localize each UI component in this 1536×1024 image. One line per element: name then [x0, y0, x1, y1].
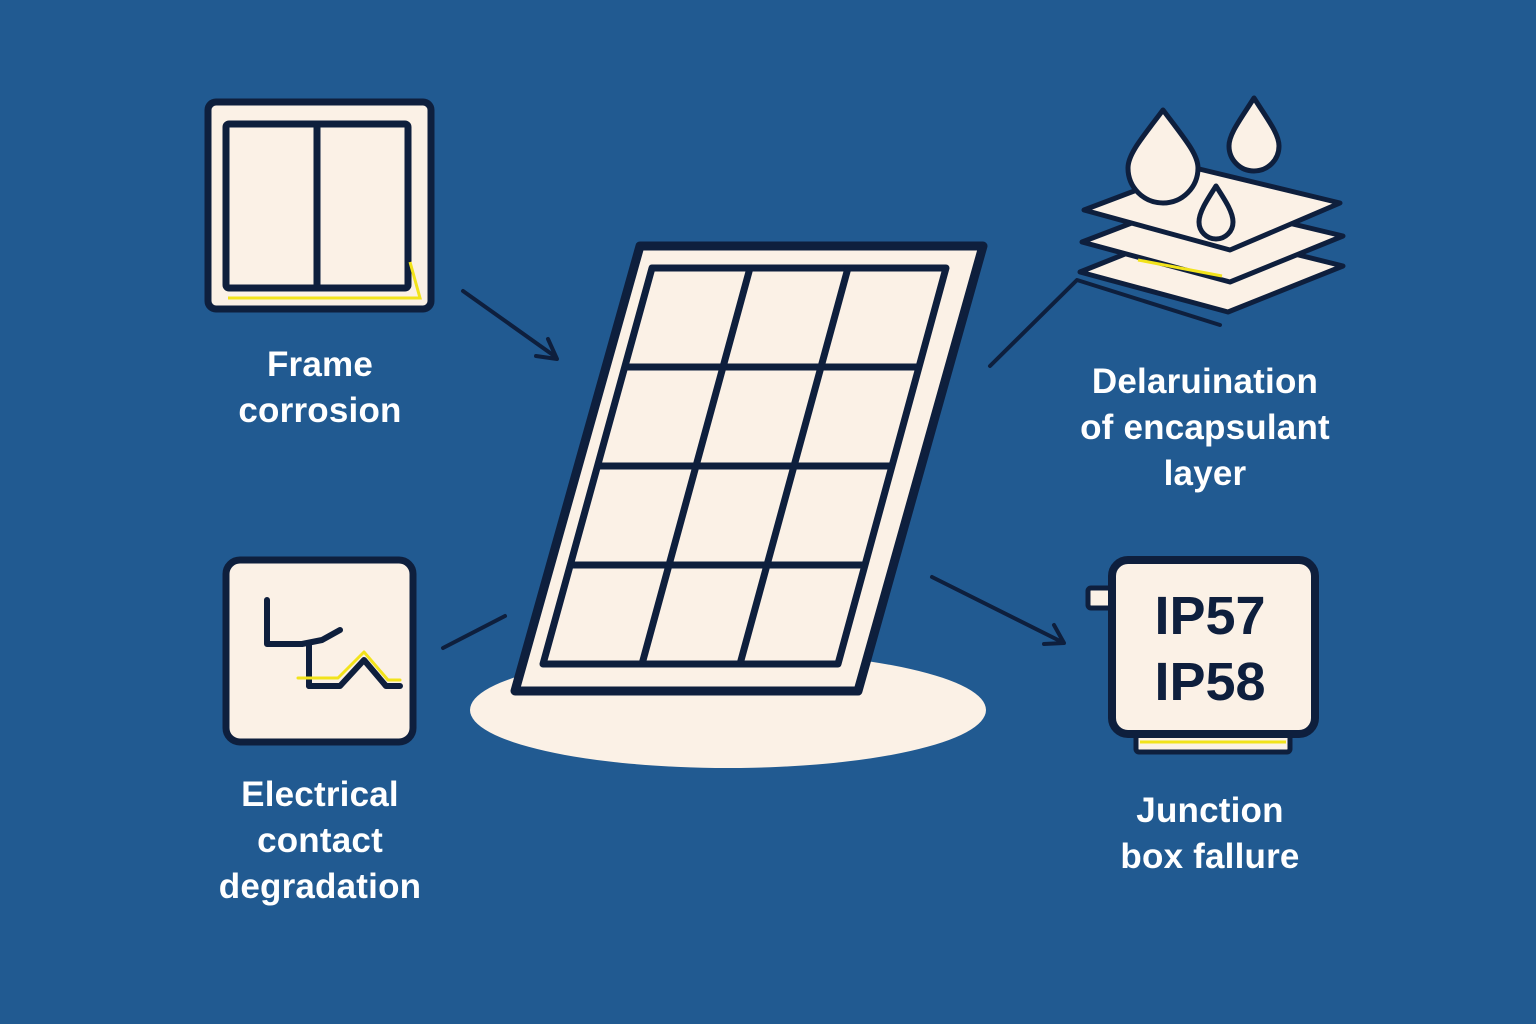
electrical-label-line-1: Electrical — [241, 775, 399, 814]
water-drop-layers-icon — [1077, 95, 1346, 315]
water-drop-right — [1226, 95, 1282, 174]
electrical-label-line-3: degradation — [218, 867, 422, 906]
junction-rating-1: IP57 — [1154, 586, 1265, 646]
frame-corrosion-label: Frame corrosion — [170, 342, 470, 434]
delamination-label-line-3: layer — [1163, 454, 1247, 493]
frame-label-line-1: Frame — [266, 345, 374, 384]
arrow-panel-to-junction-box — [930, 575, 1066, 646]
junction-label-line-2: box fallure — [1120, 837, 1300, 876]
electrical-contact-label: Electrical contact degradation — [160, 772, 480, 910]
electrical-contact-icon — [222, 556, 417, 746]
water-drop-small — [1196, 183, 1236, 242]
water-drop-large — [1125, 107, 1201, 206]
connector-panel-to-layers — [988, 278, 1222, 368]
junction-label-line-1: Junction — [1136, 791, 1284, 830]
delamination-label-line-2: of encapsulant — [1080, 408, 1330, 447]
junction-rating-2: IP58 — [1154, 652, 1265, 712]
connector-contact-to-panel — [441, 614, 507, 650]
frame-label-line-2: corrosion — [238, 391, 402, 430]
electrical-label-line-2: contact — [257, 821, 383, 860]
delamination-label: Delaruination of encapsulant layer — [1030, 359, 1380, 497]
delamination-label-line-1: Delaruination — [1091, 362, 1319, 401]
solar-panel-icon — [470, 241, 988, 768]
junction-box-label: Junction box fallure — [1060, 788, 1360, 880]
arrow-frame-to-panel — [461, 289, 559, 361]
frame-icon — [204, 98, 435, 313]
junction-box-icon: IP57 IP58 — [1085, 556, 1319, 755]
